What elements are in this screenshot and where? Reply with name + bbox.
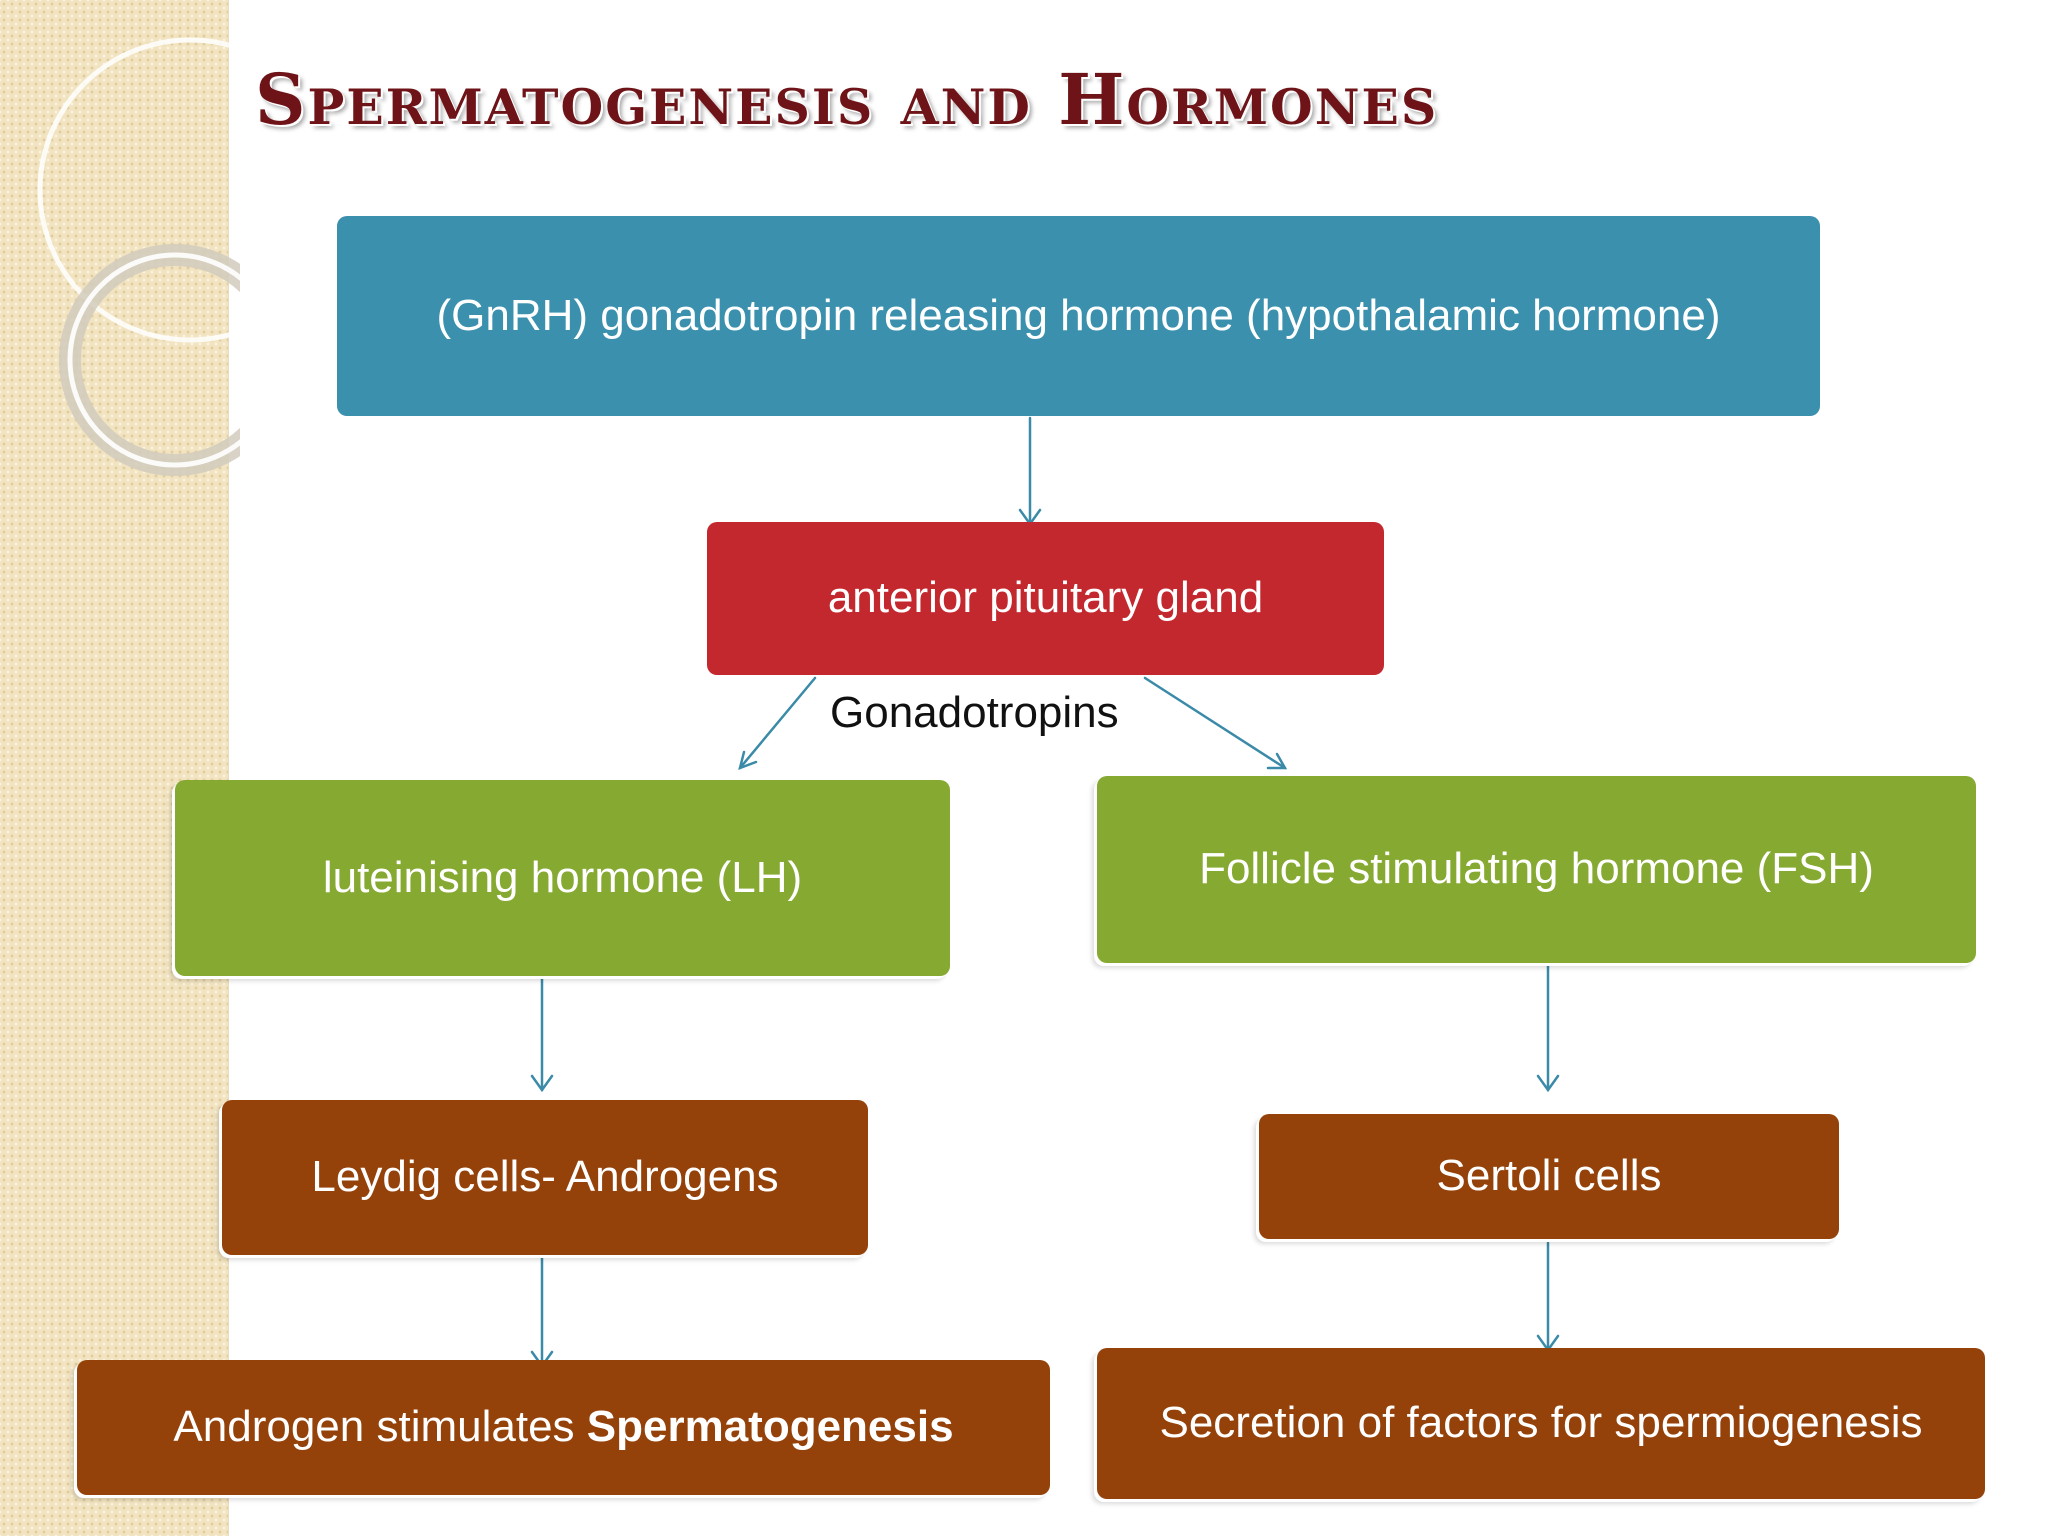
arrow-pituitary-to-lh — [738, 676, 817, 770]
secretion-box-label: Secretion of factors for spermiogenesis — [1159, 1398, 1923, 1448]
gonadotropins-label: Gonadotropins — [830, 688, 1119, 737]
spermatogenesis-emphasis: Spermatogenesis — [586, 1402, 954, 1452]
lh-box: luteinising hormone (LH) — [175, 780, 950, 976]
leydig-box-label: Leydig cells- Androgens — [311, 1152, 779, 1202]
fsh-box: Follicle stimulating hormone (FSH) — [1097, 776, 1976, 963]
leydig-box: Leydig cells- Androgens — [222, 1100, 868, 1255]
arrow-pituitary-to-fsh — [1143, 676, 1287, 770]
androgen-box-label: Androgen stimulates — [173, 1402, 587, 1452]
pituitary-box-label: anterior pituitary gland — [827, 573, 1264, 623]
sertoli-box: Sertoli cells — [1259, 1114, 1839, 1239]
sertoli-box-label: Sertoli cells — [1436, 1151, 1662, 1201]
androgen-box: Androgen stimulates Spermatogenesis — [77, 1360, 1050, 1495]
gnrh-box-label: (GnRH) gonadotropin releasing hormone (h… — [436, 290, 1721, 340]
slide-title: Spermatogenesis and Hormones — [255, 58, 1439, 141]
lh-box-label: luteinising hormone (LH) — [322, 852, 803, 902]
decorative-rings — [37, 37, 240, 476]
gnrh-box: (GnRH) gonadotropin releasing hormone (h… — [337, 216, 1820, 416]
secretion-box: Secretion of factors for spermiogenesis — [1097, 1348, 1985, 1499]
pituitary-box: anterior pituitary gland — [707, 522, 1384, 675]
fsh-box-label: Follicle stimulating hormone (FSH) — [1199, 844, 1874, 894]
